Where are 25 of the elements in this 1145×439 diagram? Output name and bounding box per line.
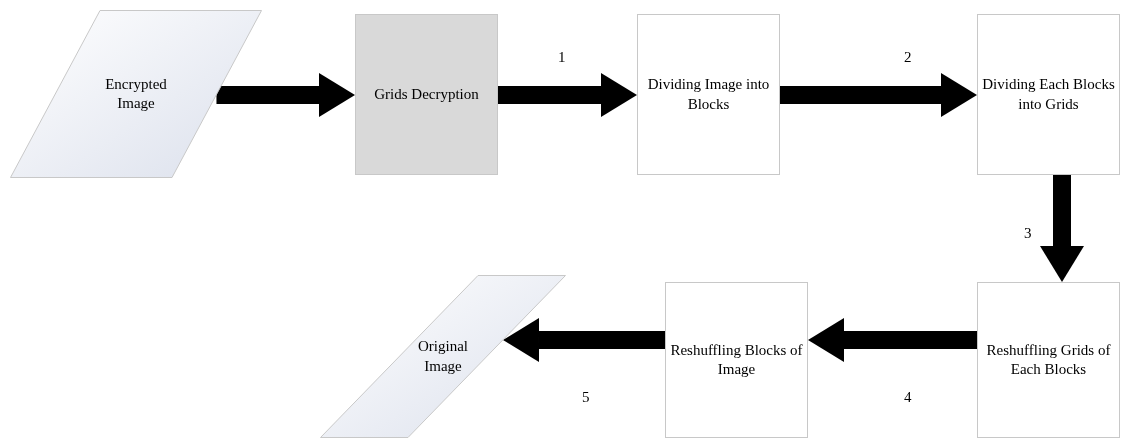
process-box	[977, 14, 1120, 175]
arrow	[780, 73, 977, 117]
node-label: Reshuffling Blocks of Image	[669, 340, 804, 379]
edge-label: 1	[558, 48, 566, 67]
edge-label: 4	[904, 388, 912, 407]
node-label: Dividing Each Blocks into Grids	[981, 75, 1116, 114]
node-label: Reshuffling Grids of Each Blocks	[985, 340, 1112, 379]
process-box	[665, 282, 808, 438]
process-box	[977, 282, 1120, 438]
edge-label: 2	[904, 48, 912, 67]
edge-label: 3	[1024, 224, 1032, 243]
input-output-parallelogram	[320, 275, 566, 438]
node-label: Dividing Image into Blocks	[646, 75, 771, 114]
arrow	[216, 73, 355, 117]
process-box	[637, 14, 780, 175]
arrow	[498, 73, 637, 117]
arrow	[1040, 175, 1084, 282]
edge-label: 5	[582, 388, 590, 407]
node-label: Original Image	[417, 337, 469, 376]
arrow	[503, 318, 665, 362]
node-label: Encrypted Image	[104, 74, 168, 113]
arrow	[808, 318, 977, 362]
process-box	[355, 14, 498, 175]
input-output-parallelogram	[10, 10, 262, 178]
node-label: Grids Decryption	[374, 84, 479, 104]
